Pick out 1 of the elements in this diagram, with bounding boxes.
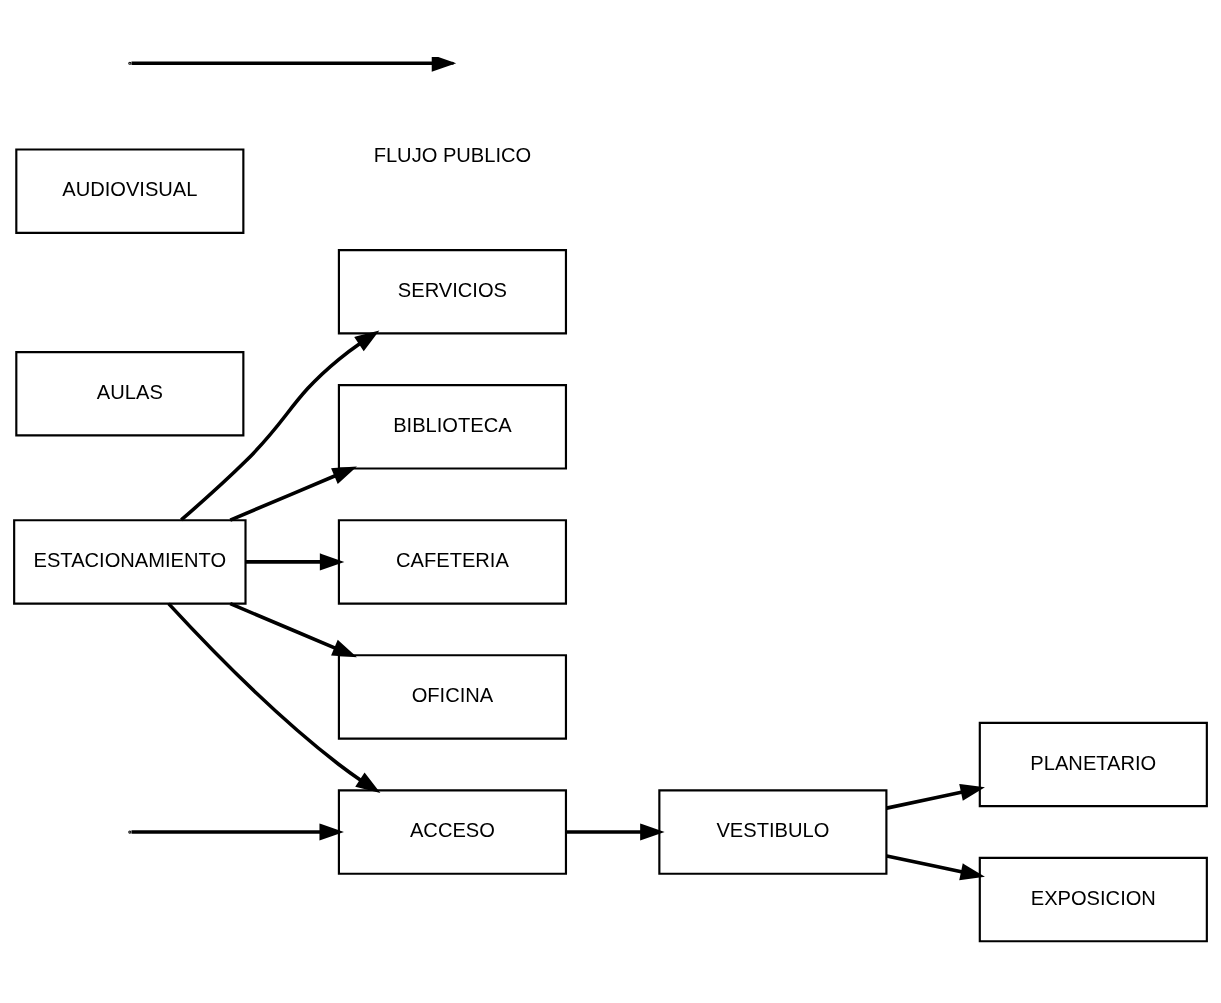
legend-label: FLUJO PUBLICO — [373, 143, 532, 166]
